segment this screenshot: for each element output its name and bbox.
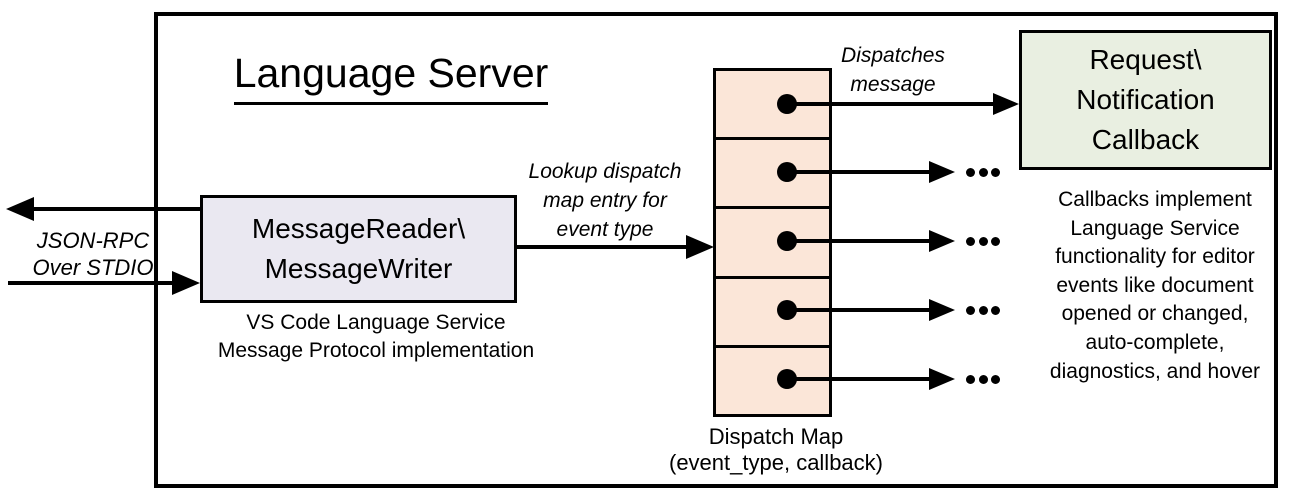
text-line: JSON-RPC [36,228,150,253]
dispatch-arrow-3 [787,239,929,243]
dispatch-arrow-2 [787,170,929,174]
jsonrpc-out-arrow [33,207,200,211]
ellipsis [966,374,1000,384]
text-line: Notification [1076,84,1215,115]
dispatch-map-cell [716,140,829,210]
request-notification-callback-box: Request\ Notification Callback [1019,30,1272,170]
lookup-arrowhead-icon [686,235,714,259]
dispatch-map-cell [716,71,829,141]
text-line: Lookup dispatch [528,160,682,183]
dispatch-arrowhead-icon [929,161,955,183]
text-line: Over STDIO [32,255,154,280]
text-line: Callbacks implement [1058,188,1252,211]
jsonrpc-in-arrow [8,281,173,285]
ellipsis [966,305,1000,315]
text-line: (event_type, callback) [669,450,883,475]
diagram-title-text: Language Server [233,49,549,105]
text-line: message [850,73,936,96]
reader-caption: VS Code Language Service Message Protoco… [204,309,548,365]
lookup-label: Lookup dispatch map entry for event type [514,157,696,244]
text-line: events like document [1056,273,1254,297]
jsonrpc-in-arrowhead-icon [172,271,200,295]
callbacks-note: Callbacks implement Language Service fun… [1022,186,1288,386]
dispatch-arrowhead-icon [929,299,955,321]
text-line: Dispatch Map [708,424,844,449]
text-line: diagnostics, and hover [1049,359,1261,383]
text-line: Request\ [1089,44,1202,75]
text-line: Callback [1091,124,1200,155]
ellipsis [966,167,1000,177]
text-line: event type [556,218,654,241]
text-line: map entry for [543,189,667,212]
text-line: auto-complete, [1085,330,1225,354]
dispatches-label: Dispatches message [818,41,968,99]
dispatch-arrow-4 [787,308,929,312]
messagereader-messagewriter-box: MessageReader\ MessageWriter [200,195,517,303]
lookup-arrow [517,245,687,249]
dispatch-arrowhead-icon [993,93,1019,115]
diagram-title: Language Server [225,49,557,105]
dispatch-arrowhead-icon [929,230,955,252]
text-line: opened or changed, [1061,302,1249,326]
language-server-boundary [154,12,1278,488]
text-line: functionality for editor [1055,245,1255,269]
text-line: VS Code Language Service [246,311,506,334]
dispatch-arrowhead-icon [929,368,955,390]
dispatch-map-label: Dispatch Map (event_type, callback) [654,424,898,476]
dispatch-arrow-5 [787,377,929,381]
jsonrpc-out-arrowhead-icon [6,197,34,221]
jsonrpc-label: JSON-RPC Over STDIO [18,227,168,281]
dispatch-map-cell [716,209,829,279]
text-line: Language Service [1070,216,1240,240]
dispatch-arrow-1 [787,102,993,106]
ellipsis [966,236,1000,246]
text-line: MessageReader\ [251,213,466,244]
text-line: Message Protocol implementation [217,339,535,362]
text-line: MessageWriter [264,253,453,284]
text-line: Dispatches [841,44,945,67]
dispatch-map-cell [716,279,829,348]
